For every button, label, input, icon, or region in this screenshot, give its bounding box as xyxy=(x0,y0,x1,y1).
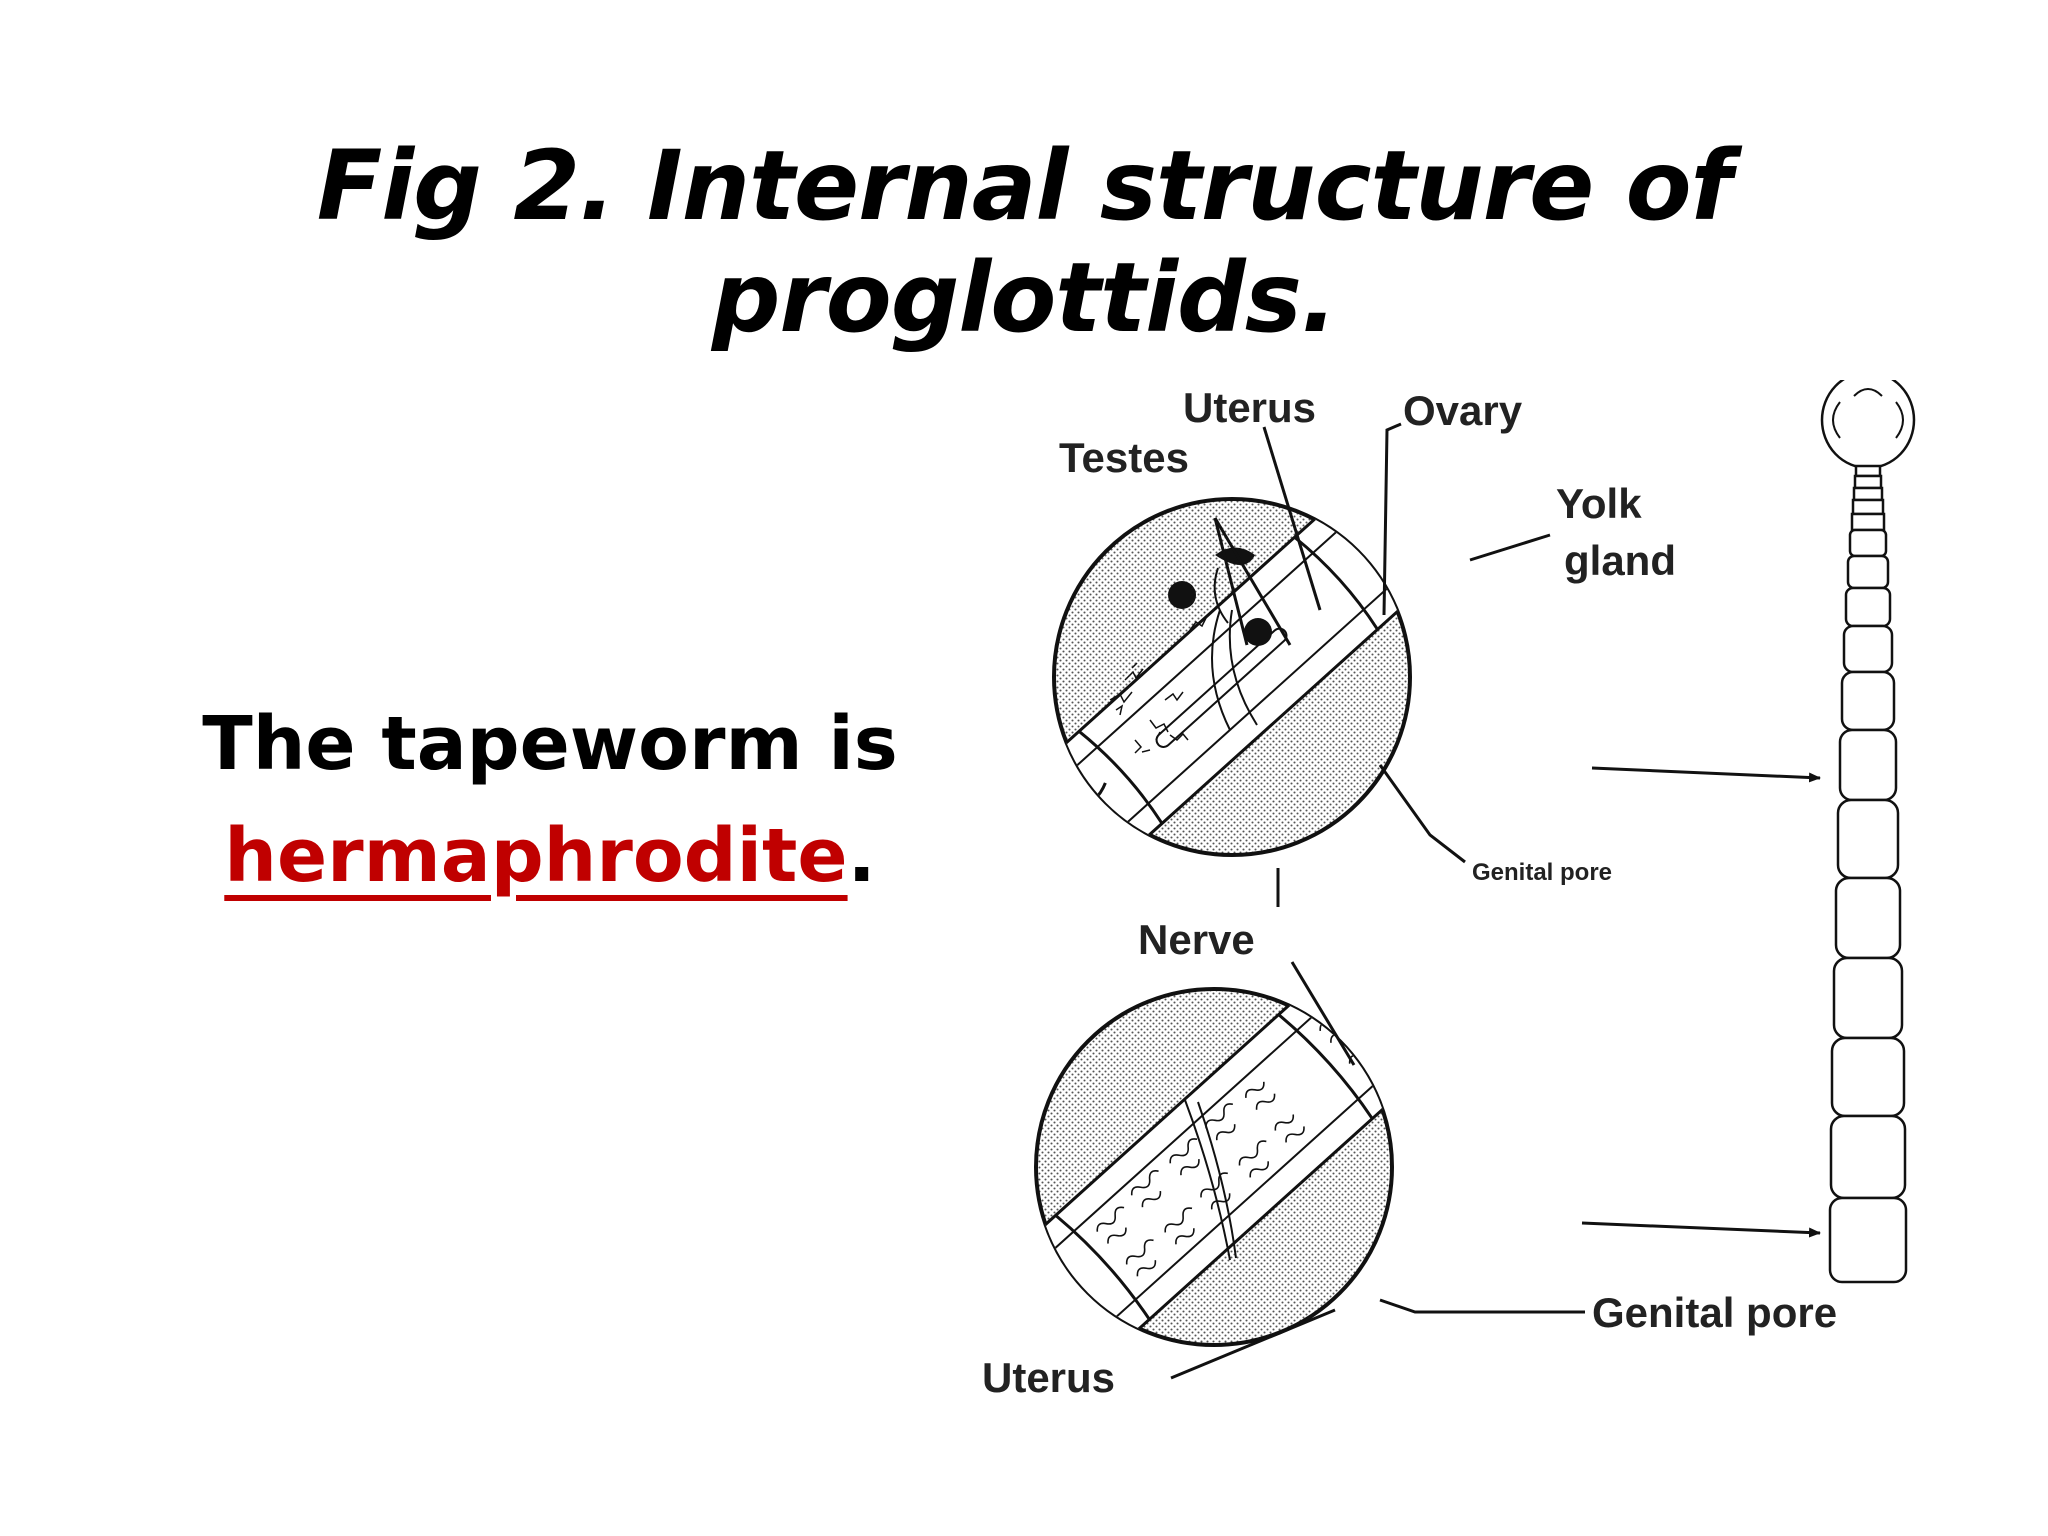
label-nerve: Nerve xyxy=(1138,916,1255,963)
statement-line2: hermaphrodite. xyxy=(150,800,950,912)
gravid-proglottid-circle xyxy=(1034,987,1394,1347)
label-testes: Testes xyxy=(1059,434,1189,481)
arrow-to-gravid-segment xyxy=(1581,1221,1821,1238)
label-genital-pore-small: Genital pore xyxy=(1472,859,1612,886)
label-yolk: Yolk xyxy=(1556,480,1642,527)
arrow-to-mature-segment xyxy=(1591,766,1821,783)
proglottid-diagram: Uterus Ovary Testes Yolk gland Genital p… xyxy=(982,380,1916,1401)
label-genital-pore: Genital pore xyxy=(1592,1289,1837,1336)
leader-lines xyxy=(1170,422,1585,1380)
statement-period: . xyxy=(847,813,876,899)
hermaphrodite-term: hermaphrodite xyxy=(224,813,848,899)
slide-title: Fig 2. Internal structure of proglottids… xyxy=(316,130,1733,354)
tapeworm-strobila xyxy=(1820,380,1916,1284)
label-gland: gland xyxy=(1564,537,1676,584)
statement-line1: The tapeworm is xyxy=(202,701,898,787)
label-uterus-bottom: Uterus xyxy=(982,1354,1115,1401)
label-ovary: Ovary xyxy=(1403,387,1523,434)
label-uterus-top: Uterus xyxy=(1183,384,1316,431)
hermaphrodite-statement: The tapeworm is hermaphrodite. xyxy=(150,688,950,912)
mature-proglottid-circle xyxy=(1052,497,1412,857)
